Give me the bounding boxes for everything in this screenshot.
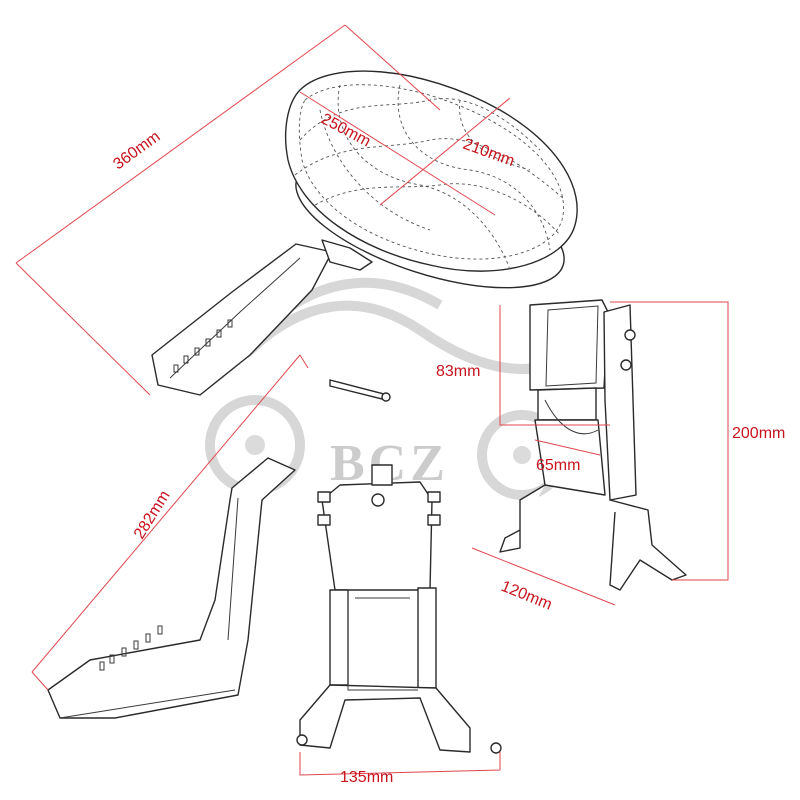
dim-label-bracket-base-depth: 120mm	[499, 578, 555, 614]
dim-label-bracket-inner-width: 65mm	[536, 457, 580, 474]
dim-label-bracket-bar-length: 282mm	[131, 488, 174, 542]
backrest-pad-assembly	[151, 70, 578, 396]
dimension-lines	[15, 24, 729, 776]
upright-bar-holes	[99, 625, 163, 671]
dim-label-overall-length: 360mm	[110, 128, 163, 173]
dim-label-bracket-total-height: 200mm	[732, 425, 785, 442]
dim-label-bracket-top-height: 83mm	[436, 363, 480, 380]
pivot-rod	[329, 379, 387, 401]
slide-bar-holes	[173, 319, 233, 373]
diamond-stitching	[294, 84, 566, 271]
side-bracket	[499, 299, 687, 591]
dim-label-front-base-width: 135mm	[340, 769, 393, 786]
backrest-slide-bar	[151, 243, 333, 396]
upright-bracket-bar	[47, 379, 391, 719]
backrest-pad	[285, 70, 578, 272]
front-mount-bracket	[296, 464, 502, 754]
